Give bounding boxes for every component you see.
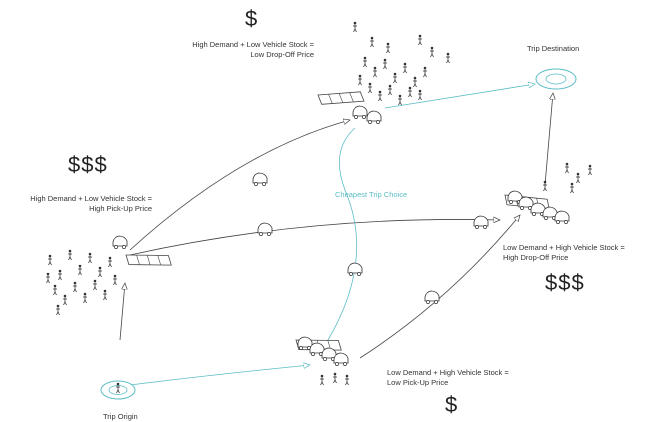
destination-target-icon <box>535 68 577 90</box>
label-dropoff-cheap-line2: Low Drop-Off Price <box>250 50 314 59</box>
price-dropoff-cheap: $ <box>245 6 259 31</box>
cheapest-trip-route <box>327 127 358 341</box>
origin-target-icon <box>100 380 136 400</box>
route-cheap-pickup-to-expensive-dropoff <box>359 215 520 359</box>
price-dropoff-expensive: $$$ <box>545 270 585 295</box>
trip-origin-label: Trip Origin <box>103 412 138 421</box>
route-origin-to-pickup-expensive <box>119 283 125 341</box>
label-pickup-expensive-line2: High Pick-Up Price <box>89 204 152 213</box>
label-dropoff-expensive-line2: High Drop-Off Price <box>503 253 569 262</box>
route-dropoff-to-destination <box>544 93 553 186</box>
cheapest-route-origin-to-pickup <box>129 365 310 386</box>
route-pickup-to-dropoff-expensive <box>129 219 500 256</box>
route-pickup-to-dropoff-cheap <box>129 120 350 251</box>
cheapest-route-to-destination <box>384 84 535 109</box>
routes <box>119 84 553 386</box>
price-pickup-cheap: $ <box>445 392 459 417</box>
cheapest-trip-choice-label: Cheapest Trip Choice <box>335 190 408 199</box>
car-icon <box>112 105 570 367</box>
label-dropoff-cheap-line1: High Demand + Low Vehicle Stock = <box>192 40 314 49</box>
label-pickup-expensive-line1: High Demand + Low Vehicle Stock = <box>30 194 152 203</box>
trip-destination-label: Trip Destination <box>527 44 580 53</box>
label-dropoff-expensive-line1: Low Demand + High Vehicle Stock = <box>503 243 625 252</box>
price-pickup-expensive: $$$ <box>68 152 108 177</box>
label-pickup-cheap-line1: Low Demand + High Vehicle Stock = <box>387 368 509 377</box>
label-pickup-cheap-line2: Low Pick-Up Price <box>387 378 449 387</box>
